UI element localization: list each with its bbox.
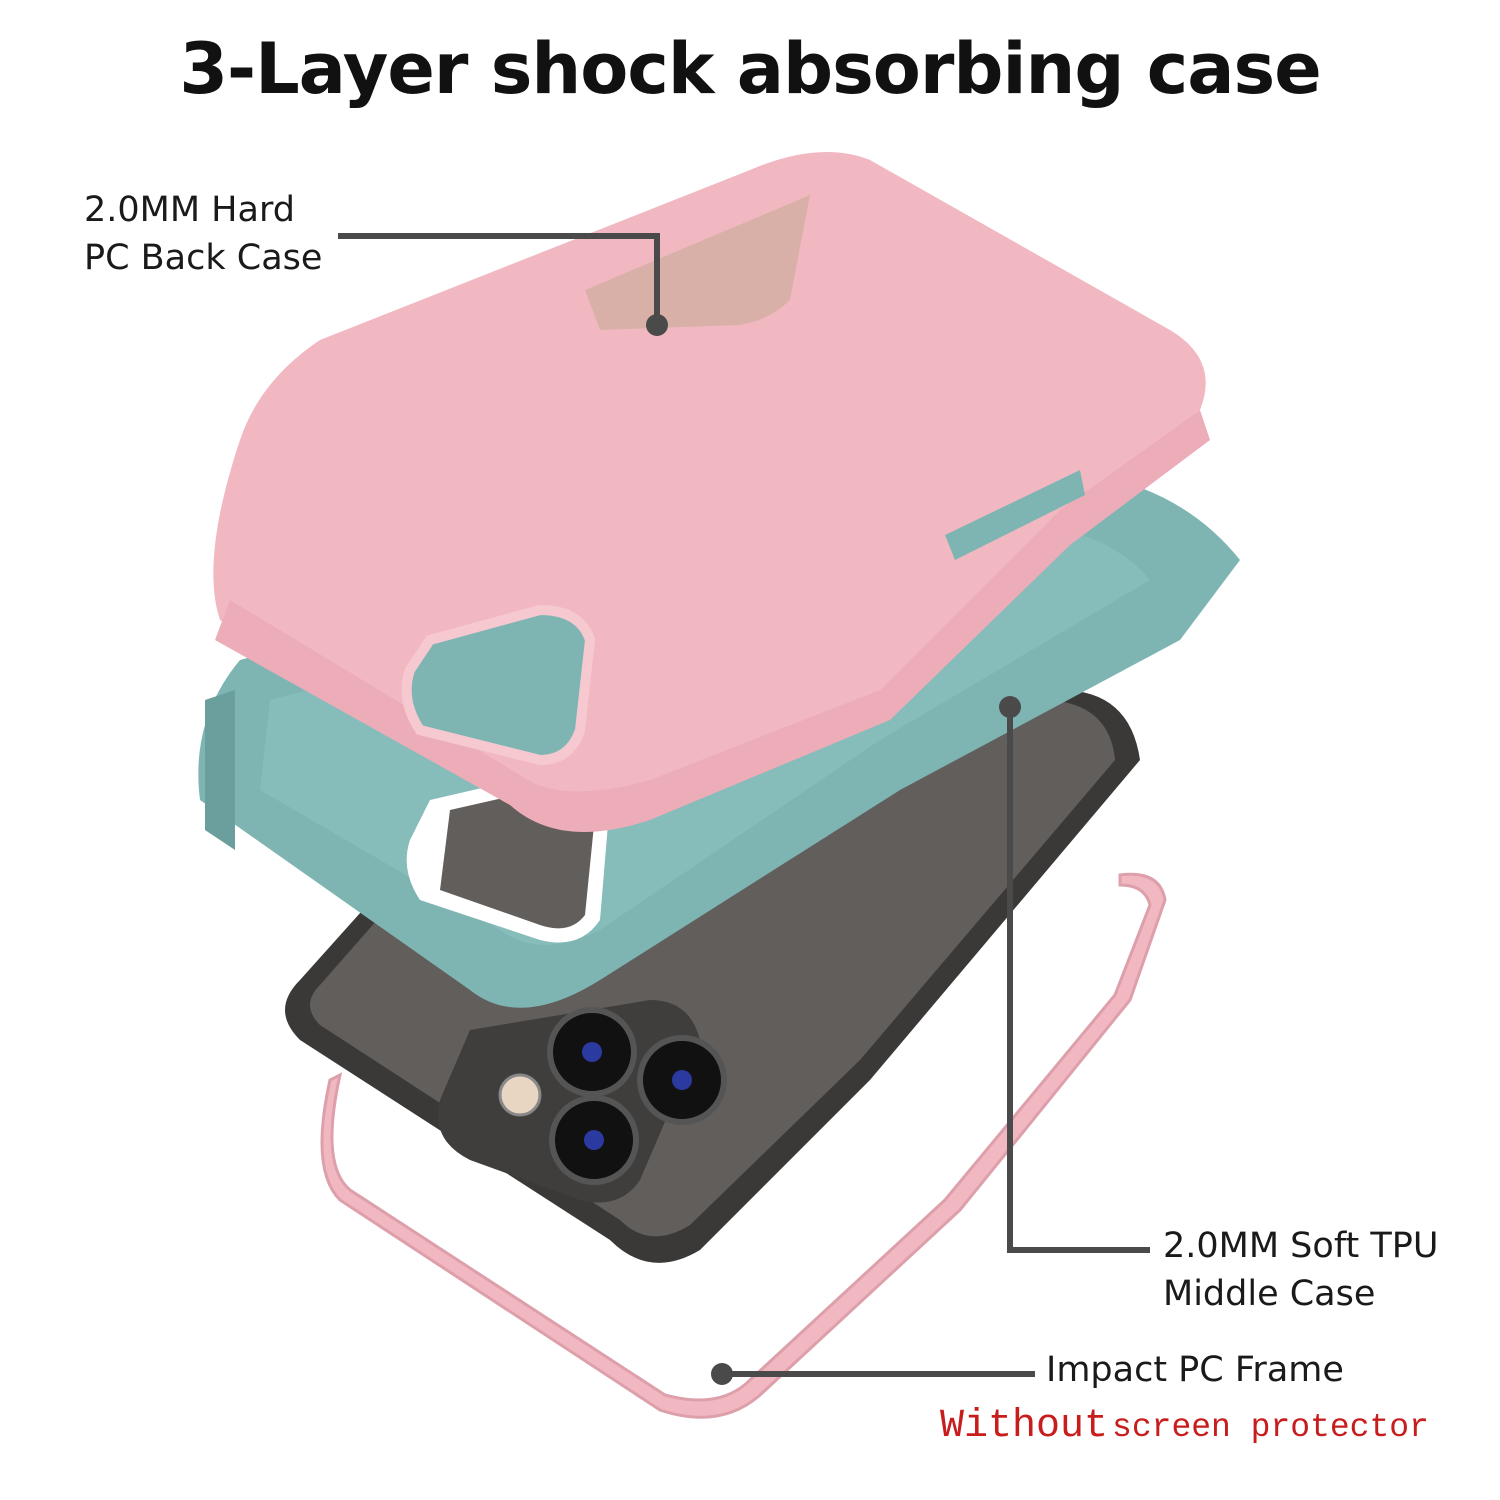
callout-frame: Impact PC Frame [1046, 1346, 1344, 1394]
callout-middle-case-line2: Middle Case [1163, 1274, 1376, 1314]
back-case-illustration [213, 152, 1210, 832]
callout-dot-icon [646, 314, 668, 336]
notice-text: Without screen protector [940, 1404, 1429, 1449]
callout-back-case-line2: PC Back Case [84, 238, 323, 278]
notice-rest: screen protector [1112, 1409, 1429, 1446]
page-title: 3-Layer shock absorbing case [179, 28, 1321, 110]
callout-back-case-line1: 2.0MM Hard [84, 190, 295, 230]
notice-first-word: Without [940, 1404, 1109, 1449]
callout-dot-icon [999, 696, 1021, 718]
callout-back-case: 2.0MM Hard PC Back Case [84, 186, 322, 282]
callout-dot-icon [711, 1363, 733, 1385]
leader-line-middle-case [1007, 710, 1150, 1253]
leader-line-back-case [338, 233, 660, 322]
frame-illustration [320, 872, 1167, 1419]
leader-lines [338, 233, 1150, 1377]
flash-icon [498, 1073, 542, 1117]
callout-middle-case: 2.0MM Soft TPU Middle Case [1163, 1222, 1438, 1318]
callout-frame-line1: Impact PC Frame [1046, 1350, 1344, 1390]
callout-middle-case-line1: 2.0MM Soft TPU [1163, 1226, 1439, 1266]
